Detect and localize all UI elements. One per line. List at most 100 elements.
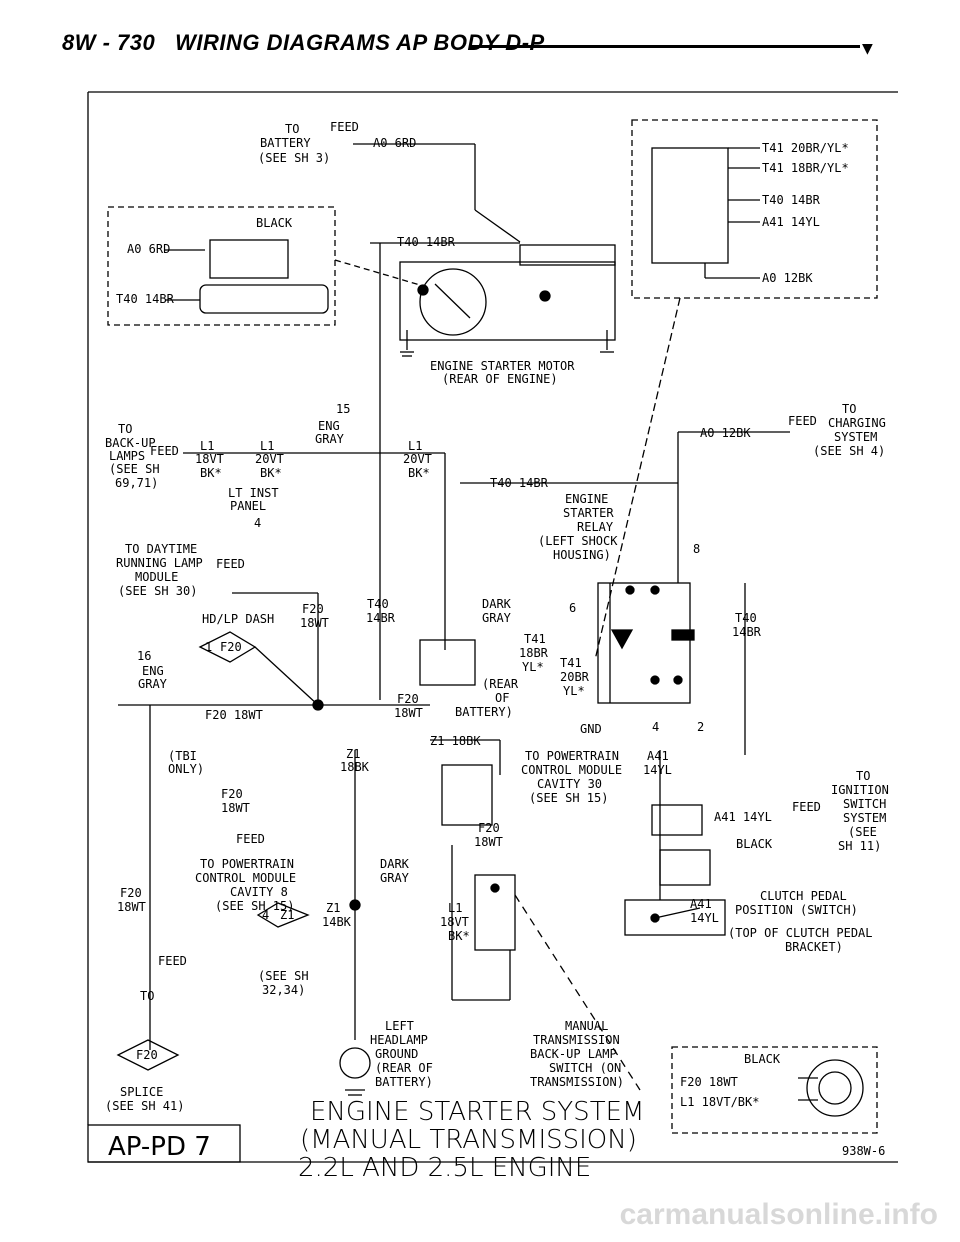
pcm-connector-box: [631, 119, 878, 299]
label-dark-b: DARK: [380, 857, 410, 871]
label-headlamp-2: HEADLAMP: [370, 1033, 428, 1047]
label-to-pcm8-4: (SEE SH 15): [215, 899, 294, 913]
label-f20-a: F20: [302, 602, 324, 616]
label-to-ign-2: IGNITION: [831, 783, 889, 797]
label-relay-3: RELAY: [577, 520, 614, 534]
label-feed-backup: FEED: [150, 444, 179, 458]
label-14br-c: 14BR: [732, 625, 762, 639]
label-14yl-c: 14YL: [690, 911, 719, 925]
label-f20-18wt-line: F20 18WT: [205, 708, 263, 722]
figure-number: 938W-6: [842, 1144, 885, 1158]
label-to-backup-4: (SEE SH: [109, 462, 160, 476]
motor-armature: [419, 268, 487, 336]
label-t40-14br-left: T40 14BR: [116, 292, 175, 306]
header-rule: [470, 45, 860, 48]
label-a41-c: A41: [690, 897, 712, 911]
label-n15: 15: [336, 402, 350, 416]
label-to-charging-3: SYSTEM: [834, 430, 877, 444]
label-to-drl-2: RUNNING LAMP: [116, 556, 203, 570]
label-starter-motor-1: ENGINE STARTER MOTOR: [430, 359, 575, 373]
lamp-connector-box: [671, 1046, 878, 1134]
label-relay-2: STARTER: [563, 506, 614, 520]
label-to-ign-5: (SEE: [848, 825, 877, 839]
label-see-sh-1: (SEE SH: [258, 969, 309, 983]
page-code: 8W - 730: [62, 30, 156, 55]
splice-diamond-f20-bottom: [116, 1039, 180, 1071]
page-id-label: AP-PD 7: [108, 1132, 211, 1162]
label-splice-f20-b: F20: [136, 1048, 158, 1062]
label-l1-c: L1: [408, 439, 422, 453]
label-lt-inst: LT INST: [228, 486, 279, 500]
label-relay-4: (LEFT SHOCK: [538, 534, 618, 548]
label-rear-2: OF: [495, 691, 509, 705]
diagram-title-2: (MANUAL TRANSMISSION): [300, 1125, 637, 1155]
page-title: WIRING DIAGRAMS AP BODY D-P: [175, 30, 545, 55]
label-relay-1: ENGINE: [565, 492, 608, 506]
page-id-box: [87, 1124, 241, 1163]
label-headlamp-4: (REAR OF: [375, 1061, 433, 1075]
starter-motor: [399, 261, 616, 341]
page-header: 8W - 730 WIRING DIAGRAMS AP BODY D-P: [62, 30, 545, 56]
label-14br-b: 14BR: [366, 611, 396, 625]
label-to-backup-3: LAMPS: [109, 449, 145, 463]
label-manual-4: SWITCH (ON: [549, 1061, 621, 1075]
label-a0-6rd: A0 6RD: [373, 136, 416, 150]
label-t41-18br: T41 18BR/YL*: [762, 161, 849, 175]
label-to-battery-2: BATTERY: [260, 136, 311, 150]
label-z1-14bk-2: 14BK: [322, 915, 352, 929]
label-splice-f20: F20: [220, 640, 242, 654]
label-bk-d: BK*: [448, 929, 470, 943]
label-to-drl-4: (SEE SH 30): [118, 584, 197, 598]
label-gray-b: GRAY: [138, 677, 168, 691]
header-triangle-icon: ▼: [862, 38, 873, 59]
label-bk-a: BK*: [200, 466, 222, 480]
diagram-title-3: 2.2L AND 2.5L ENGINE: [298, 1153, 591, 1183]
starter-connector-box: [107, 206, 336, 326]
diagram-title-1: ENGINE STARTER SYSTEM: [310, 1097, 644, 1127]
label-headlamp-3: GROUND: [375, 1047, 418, 1061]
label-headlamp-1: LEFT: [385, 1019, 414, 1033]
label-to-ign-6: SH 11): [838, 839, 881, 853]
label-see-sh-2: 32,34): [262, 983, 305, 997]
label-t40-14br: T40 14BR: [397, 235, 456, 249]
label-f20-c: F20: [221, 787, 243, 801]
label-gray-b2: GRAY: [380, 871, 410, 885]
label-clutch-3: (TOP OF CLUTCH PEDAL: [728, 926, 873, 940]
label-t40-b: T40: [367, 597, 389, 611]
connector-body-2: [199, 284, 329, 314]
label-to-drl-3: MODULE: [135, 570, 178, 584]
label-clutch-4: BRACKET): [785, 940, 843, 954]
label-a41-14yl-feed: A41 14YL: [714, 810, 772, 824]
label-18wt-b: 18WT: [394, 706, 423, 720]
label-eng-b: ENG: [142, 664, 164, 678]
label-18wt-e: 18WT: [117, 900, 146, 914]
label-l1-d: L1: [448, 901, 462, 915]
label-n4: 4: [254, 516, 261, 530]
pcm-connector-body: [651, 147, 729, 264]
label-black: BLACK: [256, 216, 293, 230]
label-manual-2: TRANSMISSION: [533, 1033, 620, 1047]
relay-box: [597, 582, 691, 704]
label-black-b: BLACK: [736, 837, 773, 851]
label-18wt-a: 18WT: [300, 616, 329, 630]
label-l1-18vt-conn: L1 18VT/BK*: [680, 1095, 759, 1109]
label-t41-20br: T41 20BR/YL*: [762, 141, 849, 155]
label-dark-a: DARK: [482, 597, 512, 611]
label-to-charging-1: TO: [842, 402, 856, 416]
label-headlamp-5: BATTERY): [375, 1075, 433, 1089]
label-gray-a: GRAY: [482, 611, 512, 625]
label-a0-6rd-left: A0 6RD: [127, 242, 170, 256]
label-a0-12bk-conn: A0 12BK: [762, 271, 813, 285]
label-tbi-2: ONLY): [168, 762, 204, 776]
label-gnd: GND: [580, 722, 602, 736]
label-18wt-c: 18WT: [221, 801, 250, 815]
label-feed-drl: FEED: [216, 557, 245, 571]
label-t41-b: T41: [524, 632, 546, 646]
label-a0-12bk-feed: A0 12BK: [700, 426, 751, 440]
label-rear-3: BATTERY): [455, 705, 513, 719]
label-manual-5: TRANSMISSION): [530, 1075, 624, 1089]
pcm-connector-lower: [419, 639, 476, 686]
headlamp-ground: [339, 1047, 371, 1079]
label-18vt-a: 18VT: [195, 452, 224, 466]
label-feed-splice: FEED: [158, 954, 187, 968]
